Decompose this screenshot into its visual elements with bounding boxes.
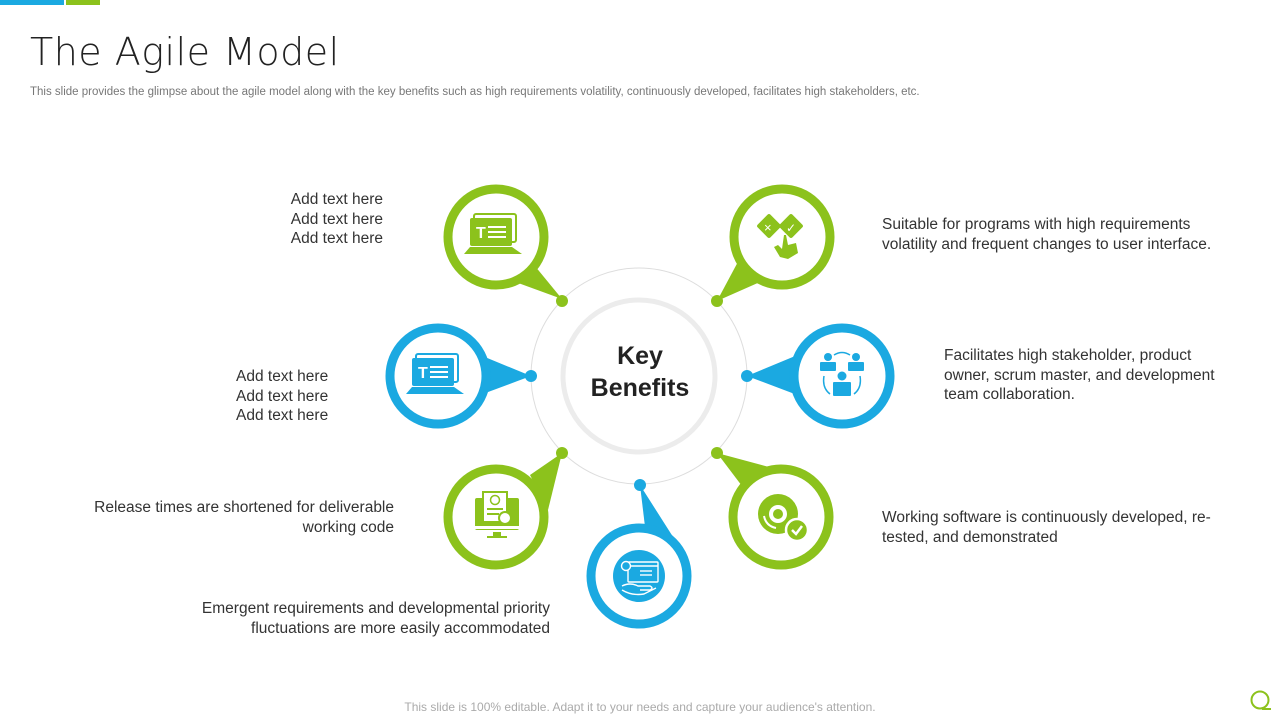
benefit-line: Add text here: [290, 230, 383, 247]
brand-logo-icon: [1250, 690, 1271, 710]
footer-note: This slide is 100% editable. Adapt it to…: [404, 700, 876, 714]
benefit-line: owner, scrum master, and development: [944, 366, 1215, 384]
benefit-line: working code: [302, 518, 394, 536]
benefit-text-mid-right: Facilitates high stakeholder, product ow…: [944, 346, 1215, 405]
svg-text:T: T: [418, 365, 428, 382]
page-subtitle: This slide provides the glimpse about th…: [30, 86, 920, 98]
svg-text:✓: ✓: [786, 221, 796, 235]
accent-bar-green: [66, 0, 100, 5]
benefit-line: Add text here: [236, 387, 329, 405]
benefit-line: Working software is continuously develop…: [882, 509, 1211, 526]
benefit-text-bottom: Emergent requirements and developmental …: [150, 599, 550, 638]
benefit-line: tested, and demonstrated: [882, 528, 1058, 546]
svg-text:T: T: [476, 225, 486, 242]
benefit-text-mid-left: Add text here Add text here Add text her…: [236, 367, 328, 426]
accent-bar-blue: [0, 0, 64, 5]
benefit-line: team collaboration.: [944, 386, 1075, 403]
settings-hand-icon: [620, 560, 659, 596]
center-label-line1: Key: [617, 342, 663, 370]
svg-text:×: ×: [764, 220, 772, 235]
benefit-line: Add text here: [290, 191, 383, 208]
laptop-text-icon: T: [464, 213, 522, 254]
center-label-line2: Benefits: [590, 374, 690, 402]
bubble-mid-right: [741, 323, 895, 429]
bubble-top-right: [711, 184, 835, 307]
center-ring: [560, 297, 718, 455]
invoice-monitor-icon: [475, 491, 519, 538]
benefit-line: Emergent requirements and developmental …: [201, 600, 550, 617]
laptop-text-icon: T: [406, 353, 464, 394]
benefit-line: fluctuations are more easily accommodate…: [251, 619, 550, 637]
benefit-text-top-right: Suitable for programs with high requirem…: [882, 215, 1211, 254]
team-collaboration-icon: [820, 351, 864, 396]
center-label: Key Benefits: [560, 340, 720, 404]
benefit-text-top-left: Add text here Add text here Add text her…: [230, 190, 383, 249]
benefit-line: Add text here: [290, 210, 383, 228]
benefit-line: Release times are shortened for delivera…: [94, 499, 394, 516]
benefit-line: Add text here: [236, 407, 329, 424]
benefit-line: volatility and frequent changes to user …: [882, 235, 1212, 253]
disc-check-icon: [758, 494, 810, 543]
bubble-bottom: [586, 479, 692, 629]
hand-select-icon: × ✓: [757, 214, 803, 259]
benefit-text-bottom-left: Release times are shortened for delivera…: [60, 498, 394, 537]
benefit-line: Suitable for programs with high requirem…: [882, 216, 1191, 233]
benefit-text-bottom-right: Working software is continuously develop…: [882, 508, 1211, 547]
benefit-line: Add text here: [236, 368, 329, 385]
page-title: The Agile Model: [30, 30, 340, 74]
benefit-line: Facilitates high stakeholder, product: [944, 347, 1192, 364]
